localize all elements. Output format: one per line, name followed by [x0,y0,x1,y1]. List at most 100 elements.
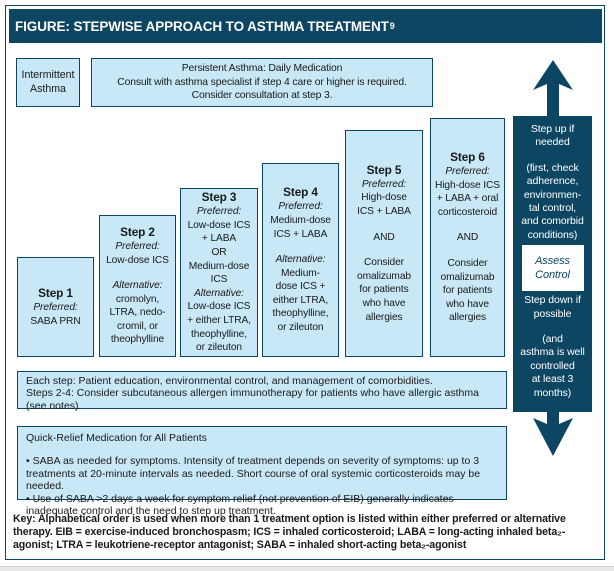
text-line: controlled [530,359,575,372]
text-line: (first, check [526,161,579,174]
quick-relief-bullet: • Use of SABA >2 days a week for symptom… [26,492,454,518]
text-line: Preferred: [278,201,323,213]
step-up-arrow-icon [533,60,573,117]
text-line: allergies [365,311,403,323]
step-title: Step 1 [38,285,73,300]
text-line: needed [535,136,570,149]
text-line: ICS + LABA [357,206,411,218]
text-line: possible [533,307,572,320]
text-line: theophylline, [272,308,329,320]
spacer [513,321,592,333]
text-line: ICS [210,274,228,286]
text-line: Consider [447,258,488,269]
each-step-line-2: Steps 2-4: Consider subcutaneous allerge… [26,387,479,412]
page-bottom-strip [0,566,614,571]
text-line: omalizumab [357,270,411,282]
step-title: Step 2 [120,224,155,239]
text-line: Preferred: [115,240,160,252]
text-line: conditions) [527,228,578,241]
step-title: Step 4 [283,185,318,200]
spacer [263,241,338,253]
text-line: Medium-dose [270,214,331,226]
step-title: Step 6 [450,150,485,165]
text-line: allergies [448,312,487,324]
figure-title: FIGURE: STEPWISE APPROACH TO ASTHMA TREA… [15,18,389,34]
text-line: + either LTRA, [187,314,251,326]
text-line: Low-dose ICS [187,301,251,313]
quick-relief-box: Quick-Relief Medication for All Patients… [17,426,507,517]
text-line: cromil, or [117,320,158,332]
step-title: Step 5 [366,162,402,177]
step-box-6: Step 6 Preferred:High-dose ICS + LABA + o… [430,118,505,357]
text-line: either LTRA, [272,294,329,306]
step-lines: Preferred: Low-dose ICS Alternative:cromol… [100,240,175,347]
text-line: Medium- [281,267,320,279]
text-line: months) [533,386,572,399]
text-line: who have [362,297,406,309]
text-line: (and [542,333,563,346]
key-text: Key: Alphabetical order is used when mor… [13,513,566,552]
text-line: Alternative: [194,287,244,299]
text-line: Low-dose ICS [187,219,251,231]
text-line: ICS + LABA [273,228,328,240]
text-line: + LABA + oral [436,193,499,205]
text-line: who have [446,298,489,310]
text-line: AND [373,231,395,243]
text-line: Asthma [30,82,66,95]
text-line: Preferred: [361,178,407,190]
step-box-1: Step 1 Preferred: SABA PRN [17,257,94,357]
text-line: Intermittent [21,69,75,82]
text-line: Preferred: [33,301,78,313]
spacer [346,244,422,256]
text-line: Alternative: [112,280,163,292]
text-line: High-dose [361,192,407,204]
text-line: adherence, [526,175,579,188]
text-line: AND [456,232,479,244]
text-line: or zileuton [277,322,324,334]
text-line: Consider consultation at step 3. [191,90,333,102]
text-line: Persistent Asthma: Daily Medication [181,63,343,75]
each-step-line-1: Each step: Patient education, environmen… [26,375,433,387]
figure-outer-border [5,5,605,560]
text-line: for patients [442,285,493,297]
text-line: corticosteroid [437,206,498,218]
step-box-2: Step 2 Preferred: Low-dose ICS Alternative… [99,215,176,357]
text-line: LTRA, nedo- [109,307,166,319]
quick-relief-bullet: • SABA as needed for symptoms. Intensity… [26,455,481,493]
assess-control-box: Assess Control [521,245,584,292]
quick-relief-bullets: • SABA as needed for symptoms. Intensity… [26,455,498,517]
text-line: asthma is well [520,346,585,359]
step-down-arrow-icon [533,411,573,456]
text-line: cromolyn, [115,293,160,305]
text-line: Alternative: [275,254,326,266]
each-step-note-box: Each step: Patient education, environmen… [17,371,507,412]
assess-line-2: Control [535,269,570,282]
text-line: tal control, [528,202,577,215]
text-line: for patients [359,284,409,296]
text-line: Step down if [524,294,581,307]
step-title: Step 3 [201,190,237,205]
text-line: SABA PRN [30,315,81,327]
step-lines: Preferred: SABA PRN [18,301,93,328]
spacer [346,219,422,231]
text-line: theophylline [110,334,165,346]
text-line: Low-dose ICS [106,254,169,266]
text-line: environmen- [523,188,582,201]
text-line: High-dose ICS [435,179,500,191]
text-line: OR [211,247,227,259]
spacer [26,444,498,455]
text-line: Preferred: [445,166,490,178]
